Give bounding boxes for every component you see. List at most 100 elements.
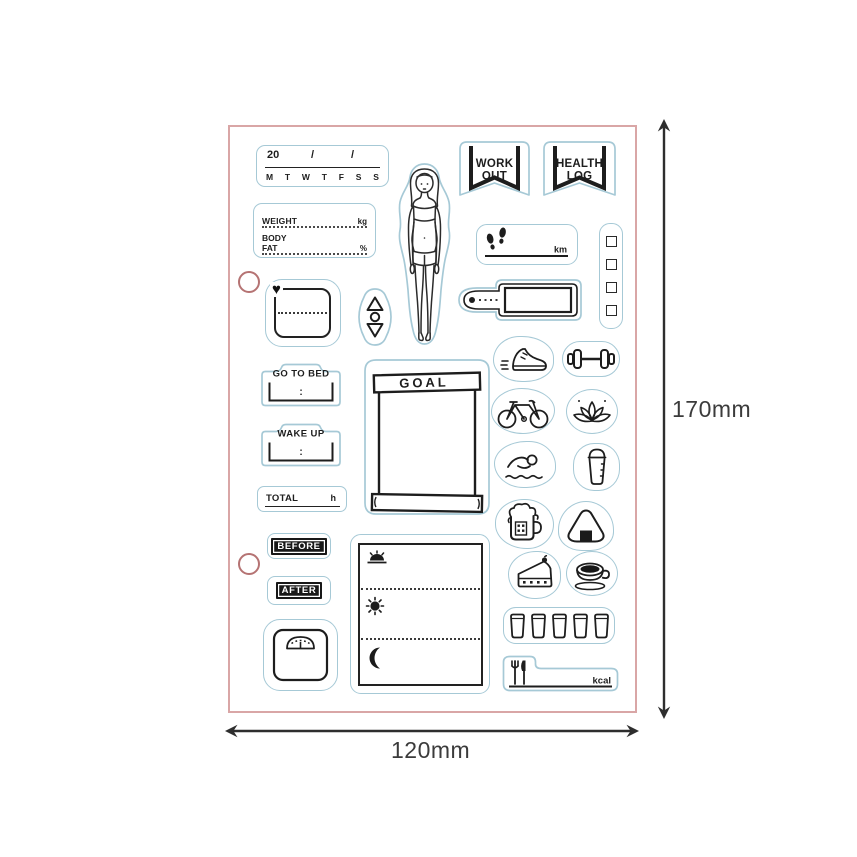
body-fat-label: BODY FAT [262,233,287,253]
before-stamp: BEFORE [267,533,331,559]
water-glass-icon [551,613,567,638]
phase-divider [361,638,480,640]
female-figure-icon [398,163,451,345]
after-stamp: AFTER [267,576,331,605]
triangle-up-icon [366,296,384,311]
width-dimension-arrow [225,724,639,738]
weekday-letter: S [355,172,362,182]
heart-note-dotted-line [278,312,327,314]
banner-icon: HEALTH LOG [543,141,616,196]
time-colon: : [299,387,302,398]
wake-up-stamp: WAKE UP : [255,422,347,468]
water-glass-icon [530,613,546,638]
weight-unit: kg [357,217,367,226]
water-glass-icon [572,613,588,638]
cake-slice-icon [517,555,552,588]
beer-mug-icon [507,502,542,541]
body-fat-line2: FAT [262,242,278,253]
width-dimension-label: 120mm [391,737,471,763]
onigiri-icon [567,509,605,543]
triangle-down-icon [366,323,384,338]
coffee-cup-stamp [566,551,618,596]
before-label: BEFORE [271,537,327,555]
weekday-letter: F [338,172,344,182]
calorie-unit: kcal [593,676,612,687]
onigiri-stamp [558,501,614,551]
phase-divider [361,588,480,590]
weekday-letter: S [373,172,379,182]
distance-stamp: km [476,224,578,265]
day-phases-frame [358,543,483,686]
takeout-cup-stamp [573,443,620,491]
date-separator: / [351,149,355,161]
body-fat-row: BODY FAT % [262,230,367,255]
water-glasses-stamp [503,607,615,644]
total-label: TOTAL [266,493,299,504]
go-to-bed-label: GO TO BED [273,369,330,380]
circle-icon [369,311,381,323]
water-glass-icon [593,613,609,638]
time-colon: : [299,447,302,458]
cut-outline [261,423,341,467]
bicycle-stamp [491,388,555,434]
cutlery-icon [511,660,526,685]
weekday-letter: W [301,172,310,182]
cake-slice-stamp [508,551,561,599]
body-metrics-stamp: WEIGHT kg BODY FAT % [253,203,376,258]
female-figure-stamp [386,162,463,346]
scale-icon [272,628,329,682]
go-to-bed-stamp: GO TO BED : [255,362,347,408]
beer-mug-stamp [495,499,554,549]
workout-line1: WORK [476,158,514,170]
weekday-letter: M [266,172,274,182]
checkbox-strip-stamp [599,223,623,329]
goal-scroll-stamp: GOAL [362,357,492,517]
total-hours-stamp: TOTAL h [257,486,347,512]
heart-note-stamp: ♥ [265,279,341,347]
total-underline [265,506,340,507]
weight-row: WEIGHT kg [262,208,367,228]
dumbbell-icon [567,349,615,369]
sun-icon [365,596,385,616]
workout-line2: OUT [482,171,507,183]
goal-title: GOAL [399,374,449,390]
date-underline [265,167,380,168]
tag-icon [458,279,582,321]
weekday-letter: T [284,172,291,182]
registration-hole-icon [238,553,260,575]
scale-stamp [263,619,338,691]
height-dimension-arrow [657,119,671,719]
checkbox-icon [605,282,617,293]
heart-note-frame [274,288,331,338]
health-line2: LOG [567,171,593,183]
cut-outline [502,655,619,692]
running-shoe-stamp [493,336,554,382]
health-line1: HEALTH [556,158,603,170]
height-dimension-label: 170mm [672,396,752,422]
banner-icon: WORK OUT [459,141,530,196]
footprints-icon: km [485,227,568,257]
coffee-cup-icon [574,562,610,590]
calorie-stamp: kcal [499,654,622,693]
distance-unit: km [554,245,567,255]
water-glass-icon [509,613,525,638]
lotus-icon [573,399,611,422]
lotus-stamp [566,389,618,434]
sunrise-icon [367,550,387,564]
body-fat-unit: % [359,244,367,253]
health-log-banner-stamp: HEALTH LOG [543,141,616,207]
after-label: AFTER [275,582,323,599]
total-unit: h [330,493,337,503]
year-prefix: 20 [267,149,280,161]
cut-outline [358,288,392,346]
weekday-letter: T [321,172,327,182]
up-down-arrows-stamp [355,287,395,347]
registration-hole-icon [238,271,260,293]
body-fat-line1: BODY [262,233,287,243]
takeout-cup-icon [587,448,606,485]
checkbox-icon [605,236,617,247]
running-shoe-icon [499,348,547,371]
